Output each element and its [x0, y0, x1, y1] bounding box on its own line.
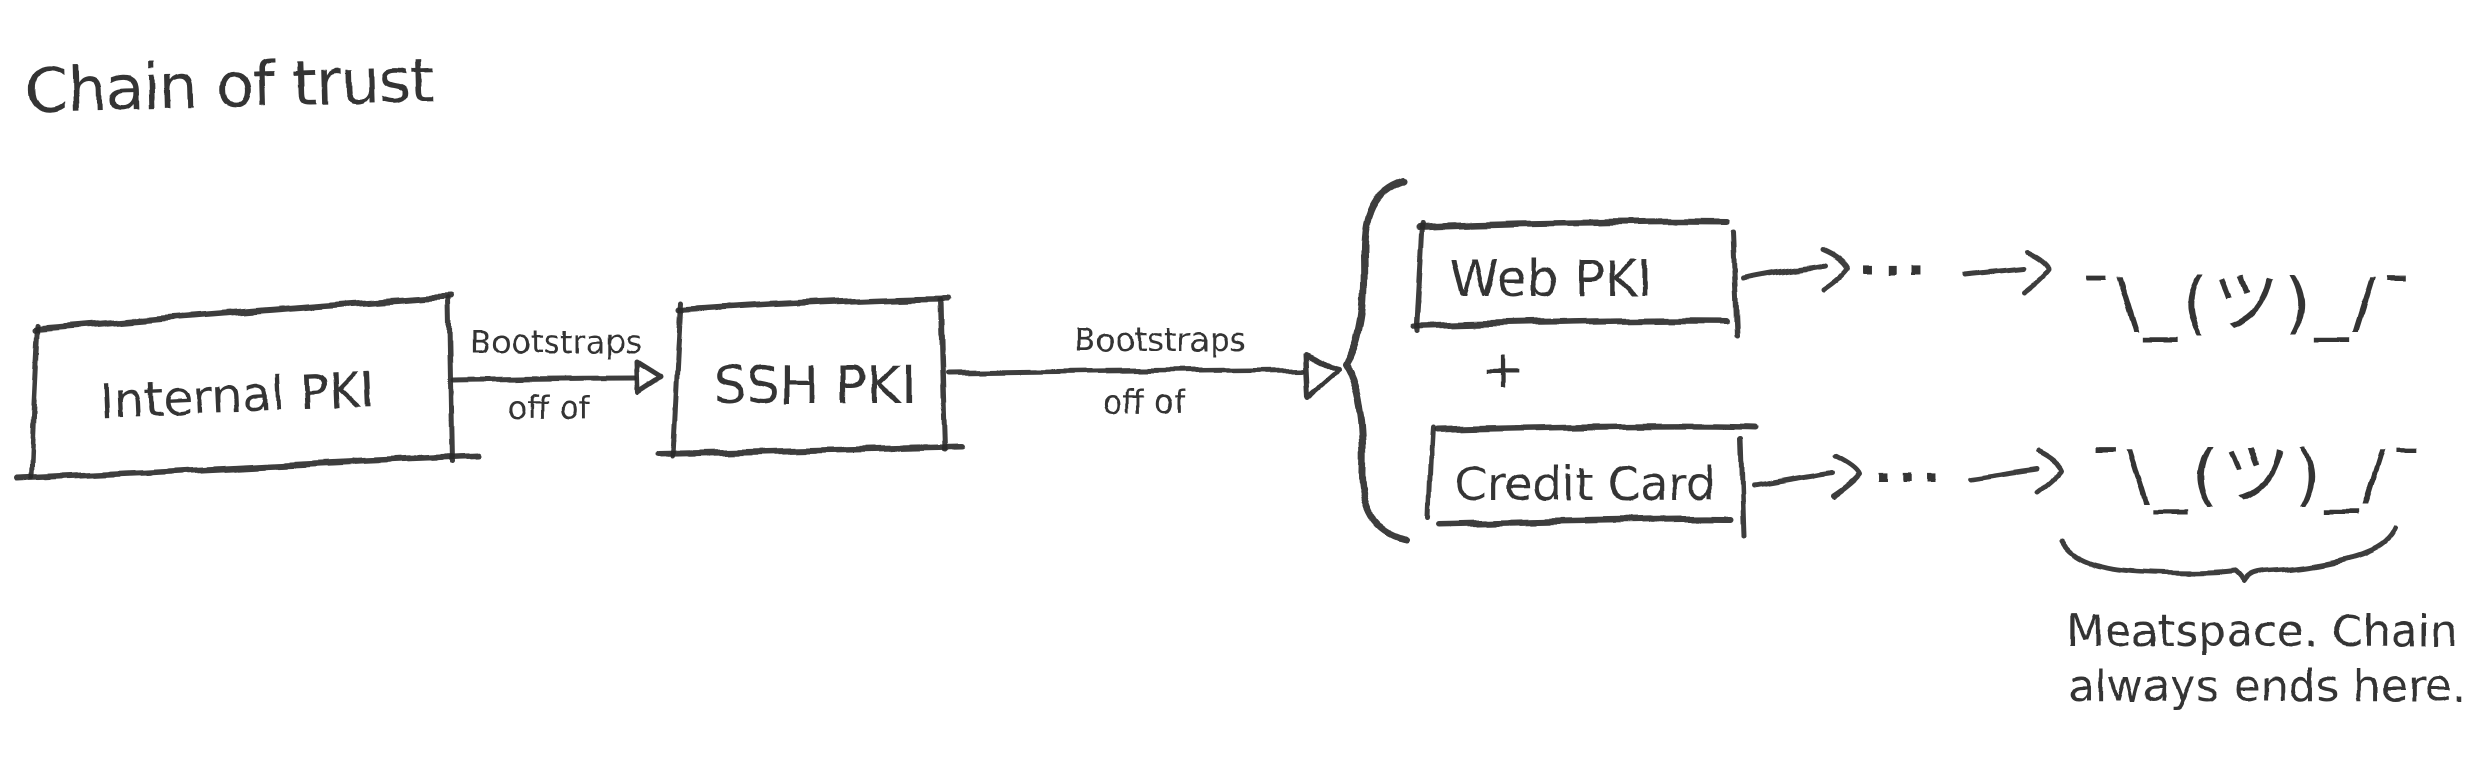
underbrace [2059, 526, 2397, 584]
arrow-head-triangle-icon [1303, 350, 1341, 399]
node-label-credit-card: Credit Card [1455, 457, 1716, 511]
shrug-emoticon-bottom: ¯\_(ツ)_/¯ [2089, 436, 2428, 515]
box-edge-left [670, 301, 684, 459]
node-web-pki-box [1411, 218, 1740, 337]
arrow-line [1751, 471, 1836, 490]
box-edge-bottom [656, 444, 964, 457]
arrow-line [1740, 262, 1829, 282]
arrow-line [1966, 465, 2040, 481]
edge-label-off-of-1: off of [508, 389, 591, 427]
group-brace [1341, 176, 1410, 544]
box-edge-right [446, 296, 455, 465]
box-edge-top [1433, 423, 1758, 433]
edge-ssh-to-group [945, 350, 1341, 399]
ellipsis-bottom: ··· [1874, 450, 1947, 506]
diagram-title: Chain of trust [24, 43, 434, 127]
annotation-line-1: Meatspace. Chain [2066, 606, 2458, 657]
box-edge-right [1730, 229, 1740, 337]
edge-label-bootstraps-1: Bootstraps [470, 323, 643, 361]
edge-internal-to-ssh [450, 359, 663, 395]
arrow-line [1962, 265, 2026, 277]
box-edge-bottom [13, 453, 481, 481]
node-label-internal-pki: Internal PKI [99, 362, 376, 430]
node-label-ssh-pki: SSH PKI [714, 356, 916, 416]
box-edge-top [33, 294, 455, 332]
box-edge-right [938, 297, 948, 453]
node-label-web-pki: Web PKI [1450, 250, 1653, 308]
arrow-head-chevron-icon [2034, 447, 2066, 496]
node-credit-card-box [1425, 423, 1758, 539]
box-edge-left [1425, 425, 1435, 520]
box-edge-bottom [1411, 317, 1730, 329]
chain-credit-card-arrows [1751, 447, 2066, 500]
node-ssh-pki-box [656, 296, 964, 459]
edge-label-off-of-2: off of [1103, 383, 1186, 421]
arrow-line [450, 375, 637, 383]
edge-label-bootstraps-2: Bootstraps [1074, 321, 1247, 359]
box-edge-top [1417, 218, 1730, 230]
arrow-head-triangle-icon [633, 359, 663, 395]
chain-web-pki-arrows [1740, 246, 2052, 295]
shrug-emoticon-top: ¯\_(ツ)_/¯ [2079, 264, 2418, 343]
box-edge-left [1414, 221, 1426, 334]
arrow-line [945, 366, 1306, 376]
box-edge-right [1738, 436, 1747, 539]
group-plus-sign: + [1481, 340, 1525, 400]
annotation-line-2: always ends here. [2068, 661, 2466, 712]
ellipsis-top: ··· [1859, 243, 1932, 299]
arrow-head-chevron-icon [2021, 248, 2052, 295]
node-internal-pki-box [13, 294, 481, 481]
box-edge-left [28, 322, 41, 480]
box-edge-top [676, 296, 951, 314]
arrow-head-chevron-icon [1820, 246, 1851, 293]
box-edge-bottom [1437, 515, 1734, 527]
arrow-head-chevron-icon [1831, 454, 1863, 500]
